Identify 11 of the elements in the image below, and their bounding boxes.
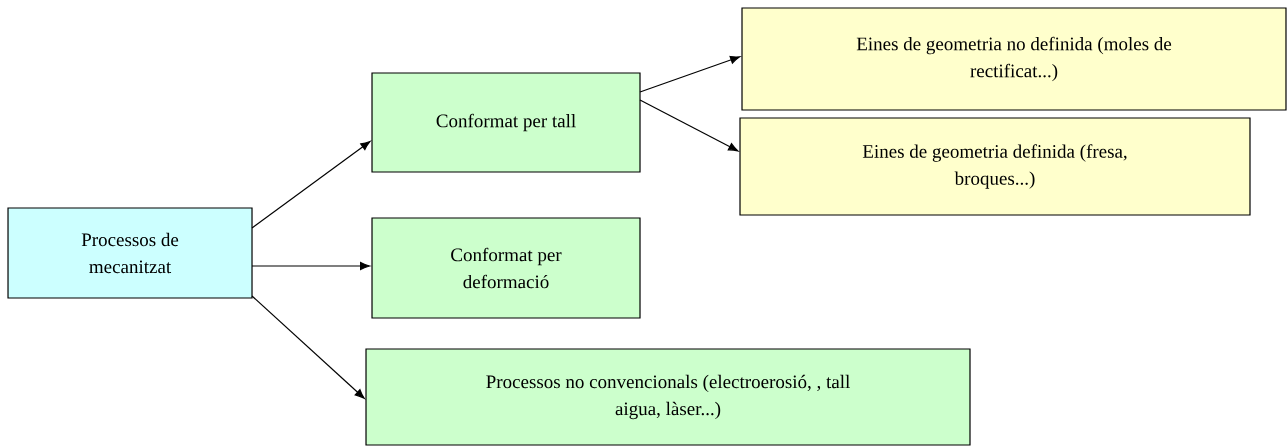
process-box: Conformat per tall	[371, 72, 641, 173]
arrow	[251, 261, 371, 271]
arrow	[639, 99, 739, 152]
arrow	[639, 55, 741, 93]
arrow	[251, 295, 365, 399]
process-box: Conformat per deformació	[371, 217, 641, 319]
tool-box: Eines de geometria no definida (moles de rectificat...)	[741, 7, 1287, 111]
process-box: Processos no convencionals (electroerosió, , tall aigua, làser...)	[365, 348, 971, 446]
process-box: Processos de mecanitzat	[7, 207, 253, 299]
arrow	[251, 140, 371, 229]
tool-box: Eines de geometria definida (fresa, broques...)	[739, 117, 1251, 216]
